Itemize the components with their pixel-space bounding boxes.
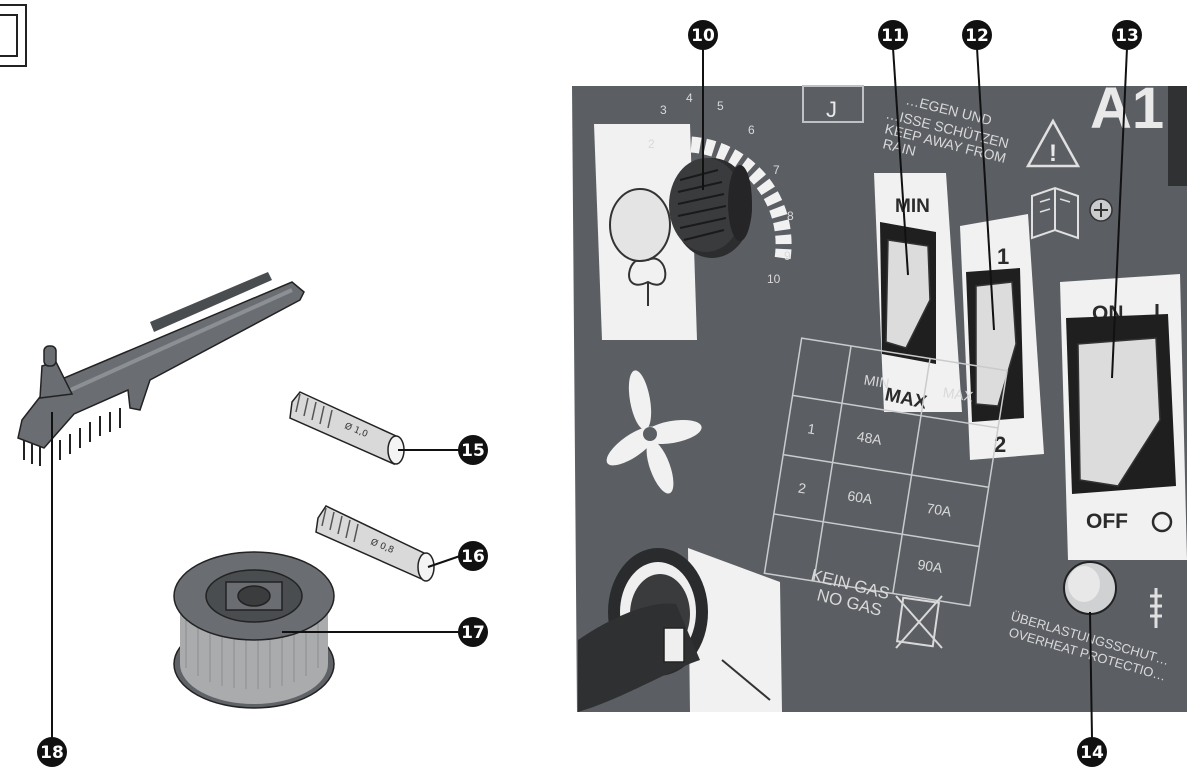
warning-exclamation: ! xyxy=(1049,140,1057,167)
fan-icon xyxy=(606,370,702,494)
callout-10: 10 xyxy=(688,20,718,50)
contact-tip-0-8: Ø 0,8 xyxy=(315,505,435,582)
callout-14: 14 xyxy=(1077,737,1107,767)
current-table: MIN MAX 1 48A 70A 2 60A 90A xyxy=(763,337,1008,607)
svg-text:17: 17 xyxy=(461,623,485,643)
model-fragment: A1 xyxy=(1090,76,1164,141)
svg-text:10: 10 xyxy=(691,26,715,46)
dial-scale-arc xyxy=(647,136,792,264)
contact-tip-1-0: Ø 1,0 xyxy=(289,391,405,466)
welder-control-panel: J …EGEN UND …ISSE SCHÜTZEN KEEP AWAY FRO… xyxy=(572,76,1187,712)
svg-text:14: 14 xyxy=(1080,743,1104,763)
table-row-1-max: 70A xyxy=(925,500,953,520)
min-max-switch-assembly: MIN MAX xyxy=(874,173,962,414)
brush-bristles xyxy=(23,408,121,466)
top-label-box xyxy=(802,85,864,123)
callout-18: 18 xyxy=(37,737,67,767)
callout-13: 13 xyxy=(1112,20,1142,50)
table-row-2-min: 60A xyxy=(846,487,874,507)
table-row-1-label: 1 xyxy=(806,420,816,437)
top-label-box-glyph: J xyxy=(826,97,837,122)
min-max-rocker[interactable] xyxy=(885,239,931,349)
dial-tick-2: 2 xyxy=(648,137,655,151)
no-gas-cylinder-icon xyxy=(895,595,943,649)
svg-text:12: 12 xyxy=(965,26,989,46)
wire-spool xyxy=(173,551,335,709)
ground-screw-icon xyxy=(1089,198,1113,222)
wire-brush-tool xyxy=(17,272,305,466)
table-header-min: MIN xyxy=(863,371,891,391)
dial-tick-9: 9 xyxy=(784,249,791,263)
svg-text:11: 11 xyxy=(881,26,905,46)
callout-11: 11 xyxy=(878,20,908,50)
dial-tick-3: 3 xyxy=(660,103,667,117)
dial-tick-5: 5 xyxy=(717,99,724,113)
dial-tick-8: 8 xyxy=(787,209,794,223)
dial-tick-10: 10 xyxy=(767,272,781,286)
svg-text:16: 16 xyxy=(461,547,485,567)
callout-16: 16 xyxy=(458,541,488,571)
panel-right-edge xyxy=(1168,86,1187,186)
manual-book-icon xyxy=(1031,186,1079,240)
wire-speed-knob[interactable] xyxy=(609,158,752,262)
svg-text:13: 13 xyxy=(1115,26,1139,46)
dial-tick-4: 4 xyxy=(686,91,693,105)
callout-12: 12 xyxy=(962,20,992,50)
stage-1-2-switch-assembly: 1 2 xyxy=(960,214,1044,460)
table-row-2-max: 90A xyxy=(916,556,944,576)
switch-12-top-label: 1 xyxy=(997,244,1009,269)
table-header-max: MAX xyxy=(942,384,975,405)
torch-cable-connector xyxy=(578,548,782,712)
svg-text:18: 18 xyxy=(40,743,64,763)
knob-cap xyxy=(609,188,671,262)
switch-minmax-top-label: MIN xyxy=(895,196,930,217)
dial-tick-7: 7 xyxy=(773,163,780,177)
power-switch-bottom-label: OFF xyxy=(1086,510,1128,533)
warning-triangle-icon xyxy=(1025,118,1081,168)
callout-15: 15 xyxy=(458,435,488,465)
power-rocker[interactable] xyxy=(1077,337,1161,487)
power-switch-assembly: ON OFF xyxy=(1060,274,1187,560)
thermometer-icon xyxy=(1150,588,1162,628)
table-row-2-label: 2 xyxy=(797,480,807,497)
leader-lines xyxy=(51,47,1128,739)
callout-17: 17 xyxy=(458,617,488,647)
dial-tick-6: 6 xyxy=(748,123,755,137)
table-row-1-min: 48A xyxy=(856,428,884,448)
svg-text:15: 15 xyxy=(461,441,485,461)
corner-frame-fragment xyxy=(0,4,27,67)
